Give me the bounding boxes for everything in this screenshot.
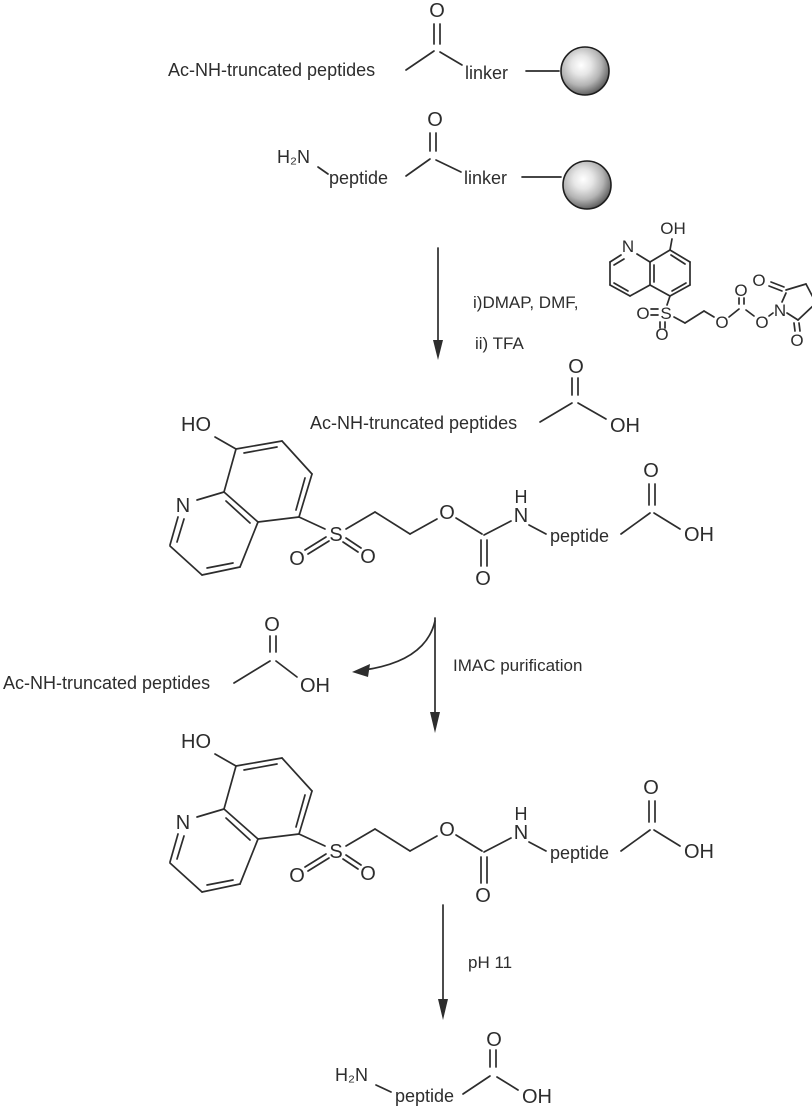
hydroxyl-label: OH (660, 219, 686, 238)
amine-label: H₂N (277, 147, 310, 167)
carboxyl-o-label: O (568, 356, 584, 378)
succinimide-o-label: O (752, 271, 765, 290)
sulfonyl-o-label: O (655, 325, 668, 344)
truncated-cooh-product: Ac-NH-truncated peptides O OH (310, 356, 640, 437)
carboxyl-o-label: O (643, 460, 659, 482)
hydroxyl-label: HO (181, 414, 211, 436)
resin-bead (560, 46, 610, 96)
carboxyl-oh-label: OH (684, 524, 714, 546)
peptide-label: peptide (329, 168, 388, 188)
carbamate-o-label: O (475, 568, 491, 590)
carboxyl-oh-label: OH (610, 415, 640, 437)
bonds (375, 1049, 519, 1095)
peptide-label: peptide (550, 526, 609, 546)
carbonyl-o-label: O (429, 0, 445, 22)
bonds (609, 238, 812, 332)
sulfur-label: S (660, 304, 671, 323)
carboxyl-oh-label: OH (300, 675, 330, 697)
tagged-peptide-structure: HO N S O O O O H N peptide O OH (169, 414, 714, 590)
step1-conditions: i)DMAP, DMF, ii) TFA (473, 293, 578, 353)
quinoline-n-label: N (622, 237, 634, 256)
linker-label: linker (464, 168, 507, 188)
carbonyl-o-label: O (427, 109, 443, 131)
step1-condition-line1: i)DMAP, DMF, (473, 293, 578, 312)
bonds (169, 436, 681, 576)
resin-bead (562, 160, 612, 210)
amine-label: H₂N (335, 1065, 368, 1085)
carboxyl-oh-label: OH (522, 1086, 552, 1108)
arrowhead-icon (430, 712, 440, 733)
carboxyl-o-label: O (264, 614, 280, 636)
bonds (233, 635, 298, 684)
bonds (405, 23, 560, 72)
sulfonyl-o-label: O (636, 304, 649, 323)
tagged-peptide-structure-2 (169, 730, 715, 908)
succinimide-n-label: N (774, 301, 786, 320)
ester-o-label: O (439, 502, 455, 524)
step1-arrow (433, 247, 443, 360)
carbonate-o-label: O (755, 313, 768, 332)
hq-nhs-reagent-structure: OH N O S O O O O N O O (609, 219, 812, 350)
resin-peptide-structure: H₂N peptide O linker (277, 109, 612, 210)
ph-label: pH 11 (468, 953, 512, 972)
sulfonyl-o-label: O (289, 548, 305, 570)
imac-label: IMAC purification (453, 656, 582, 675)
succinimide-o-label: O (790, 331, 803, 350)
sulfur-label: S (329, 524, 342, 546)
truncated-cooh-byproduct: Ac-NH-truncated peptides O OH (3, 614, 330, 697)
imac-arrow (430, 617, 440, 733)
step3-arrow (438, 904, 448, 1020)
peptide-label: peptide (395, 1086, 454, 1106)
carboxyl-o-label: O (486, 1029, 502, 1051)
bonds (317, 132, 562, 178)
arrowhead-icon (433, 340, 443, 360)
resin-truncated-structure: Ac-NH-truncated peptides O linker (168, 0, 610, 96)
truncated-peptides-label: Ac-NH-truncated peptides (3, 673, 210, 693)
linker-label: linker (465, 63, 508, 83)
bonds (539, 377, 607, 423)
ester-o-label: O (715, 313, 728, 332)
arrowhead-icon (438, 999, 448, 1020)
truncated-peptides-label: Ac-NH-truncated peptides (310, 413, 517, 433)
carbonate-o-label: O (734, 281, 747, 300)
imac-curved-arrow (352, 620, 436, 677)
step1-condition-line2: ii) TFA (475, 334, 524, 353)
amide-n-label: N (514, 505, 528, 527)
arrowhead-icon (352, 664, 370, 677)
sulfonyl-o-label: O (360, 546, 376, 568)
free-peptide-product: H₂N peptide O OH (335, 1029, 552, 1108)
quinoline-n-label: N (176, 495, 190, 517)
amide-h-label: H (515, 487, 528, 507)
truncated-peptides-label: Ac-NH-truncated peptides (168, 60, 375, 80)
